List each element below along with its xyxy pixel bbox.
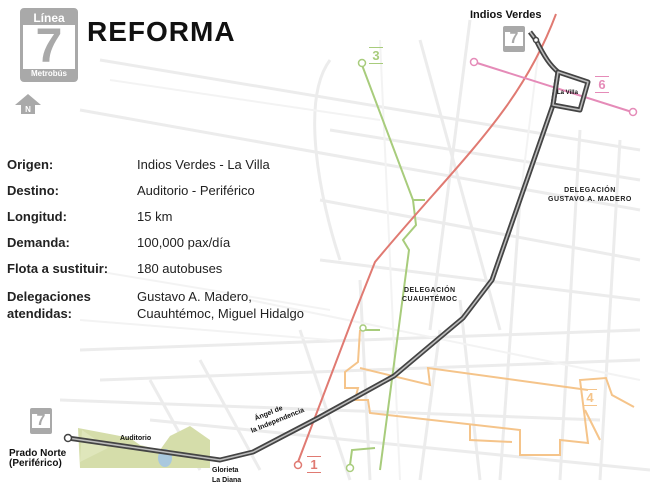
info-value: 15 km	[137, 209, 173, 224]
line-4-number: 4	[581, 389, 599, 406]
info-value: 100,000 pax/día	[137, 235, 231, 250]
line-7-small-badge-south: 7	[30, 408, 52, 434]
info-label: atendidas:	[7, 306, 73, 321]
district-gustavo-a-madero: DELEGACIÓN GUSTAVO A. MADERO	[548, 187, 632, 203]
badge-number: 7	[35, 20, 63, 73]
info-label: Flota a sustituir:	[7, 261, 109, 276]
info-value: 180 autobuses	[137, 261, 223, 276]
station-la-villa: La Villa	[557, 90, 578, 96]
station-prado-norte: Prado Norte (Periférico)	[9, 448, 67, 469]
station-glorieta-la-diana: Glorieta La Diana	[212, 467, 242, 484]
line-7-badge: Línea 7 Metrobús	[20, 8, 78, 82]
district-cuauhtemoc: DELEGACIÓN CUAUHTÉMOC	[402, 287, 458, 303]
info-value: Auditorio - Periférico	[137, 183, 255, 198]
info-label: Longitud:	[7, 209, 67, 224]
info-value: Cuauhtémoc, Miguel Hidalgo	[137, 306, 304, 321]
info-label: Delegaciones	[7, 289, 91, 304]
line-6-route	[473, 61, 633, 113]
info-value: Indios Verdes - La Villa	[137, 157, 270, 172]
badge-top: Línea	[23, 11, 75, 25]
info-label: Origen:	[7, 157, 54, 172]
svg-text:N: N	[25, 105, 31, 114]
line-7-route	[67, 30, 591, 463]
north-arrow-icon: N	[15, 94, 41, 114]
station-indios-verdes: Indios Verdes	[470, 9, 542, 21]
line-6-number: 6	[593, 76, 611, 93]
info-label: Demanda:	[7, 235, 70, 250]
info-value: Gustavo A. Madero,	[137, 289, 252, 304]
info-label: Destino:	[7, 183, 59, 198]
page-title: REFORMA	[87, 16, 236, 47]
line-3-number: 3	[367, 47, 385, 64]
badge-bottom: Metrobús	[23, 69, 75, 79]
station-auditorio: Auditorio	[120, 435, 152, 442]
line-1-number: 1	[305, 456, 323, 473]
line-7-small-badge-north: 7	[503, 26, 525, 52]
line-1-route	[297, 13, 557, 463]
